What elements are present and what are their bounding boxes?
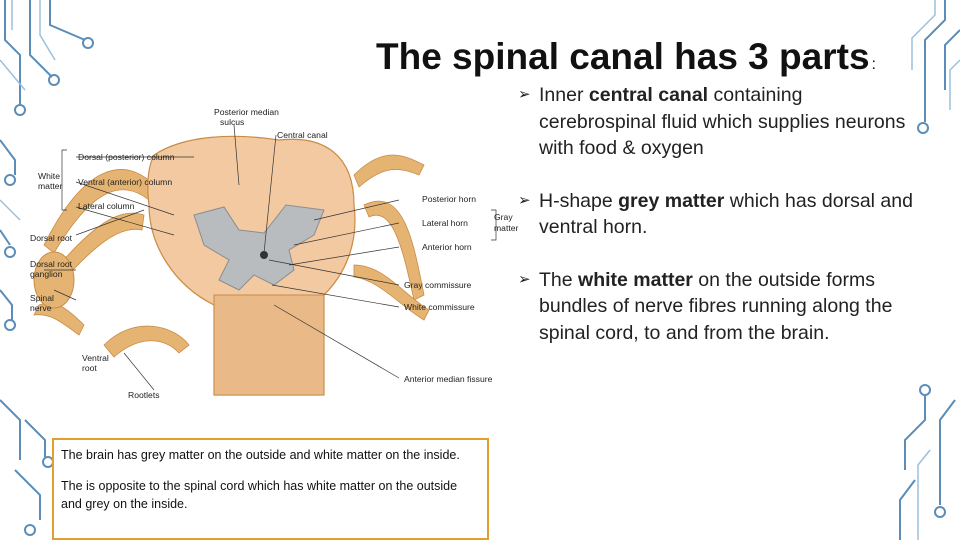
spinal-cord-illustration xyxy=(33,124,497,396)
label-posterior-horn: Posterior horn xyxy=(422,194,476,204)
label-white-matter: White xyxy=(38,171,60,181)
label-lateral-column: Lateral column xyxy=(78,201,135,211)
note-paragraph-2: The is opposite to the spinal cord which… xyxy=(61,478,458,512)
bullet-grey-matter: ➢ H-shape grey matter which has dorsal a… xyxy=(518,189,913,239)
label-lateral-horn: Lateral horn xyxy=(422,218,468,228)
label-ventral-root: Ventral xyxy=(82,353,109,363)
label-dorsal-column: Dorsal (posterior) column xyxy=(78,152,175,162)
label-dorsal-root-ganglion: Dorsal root xyxy=(30,259,73,269)
arrow-bullet-icon: ➢ xyxy=(518,191,531,209)
arrow-bullet-icon: ➢ xyxy=(518,270,531,288)
spinal-cord-diagram: Posterior median sulcus Central canal Do… xyxy=(24,95,518,405)
arrow-bullet-icon: ➢ xyxy=(518,86,531,103)
label-white-matter-2: matter xyxy=(38,181,63,191)
label-posterior-median-sulcus: Posterior median xyxy=(214,107,279,117)
label-dorsal-root-ganglion-2: ganglion xyxy=(30,269,63,279)
label-gray-matter: Gray xyxy=(494,212,513,222)
bullet-white-matter: ➢ The white matter on the outside forms … xyxy=(518,268,893,344)
note-paragraph-1: The brain has grey matter on the outside… xyxy=(61,448,460,462)
label-posterior-median-sulcus-2: sulcus xyxy=(220,117,245,127)
bullet-central-canal: ➢ Inner central canal containing cerebro… xyxy=(518,84,906,159)
note-box: The brain has grey matter on the outside… xyxy=(52,438,489,540)
bullet-list: ➢ Inner central canal containing cerebro… xyxy=(518,82,918,372)
label-ventral-column: Ventral (anterior) column xyxy=(78,177,173,187)
slide-title: The spinal canal has 3 parts: xyxy=(376,36,876,77)
label-gray-matter-2: matter xyxy=(494,223,519,233)
label-ventral-root-2: root xyxy=(82,363,97,373)
label-central-canal: Central canal xyxy=(277,130,328,140)
label-spinal-nerve: Spinal xyxy=(30,293,54,303)
label-anterior-horn: Anterior horn xyxy=(422,242,472,252)
label-gray-commissure: Gray commissure xyxy=(404,280,472,290)
label-dorsal-root: Dorsal root xyxy=(30,233,73,243)
label-spinal-nerve-2: nerve xyxy=(30,303,52,313)
label-rootlets: Rootlets xyxy=(128,390,160,400)
label-white-commissure: White commissure xyxy=(404,302,475,312)
label-anterior-median-fissure: Anterior median fissure xyxy=(404,374,493,384)
